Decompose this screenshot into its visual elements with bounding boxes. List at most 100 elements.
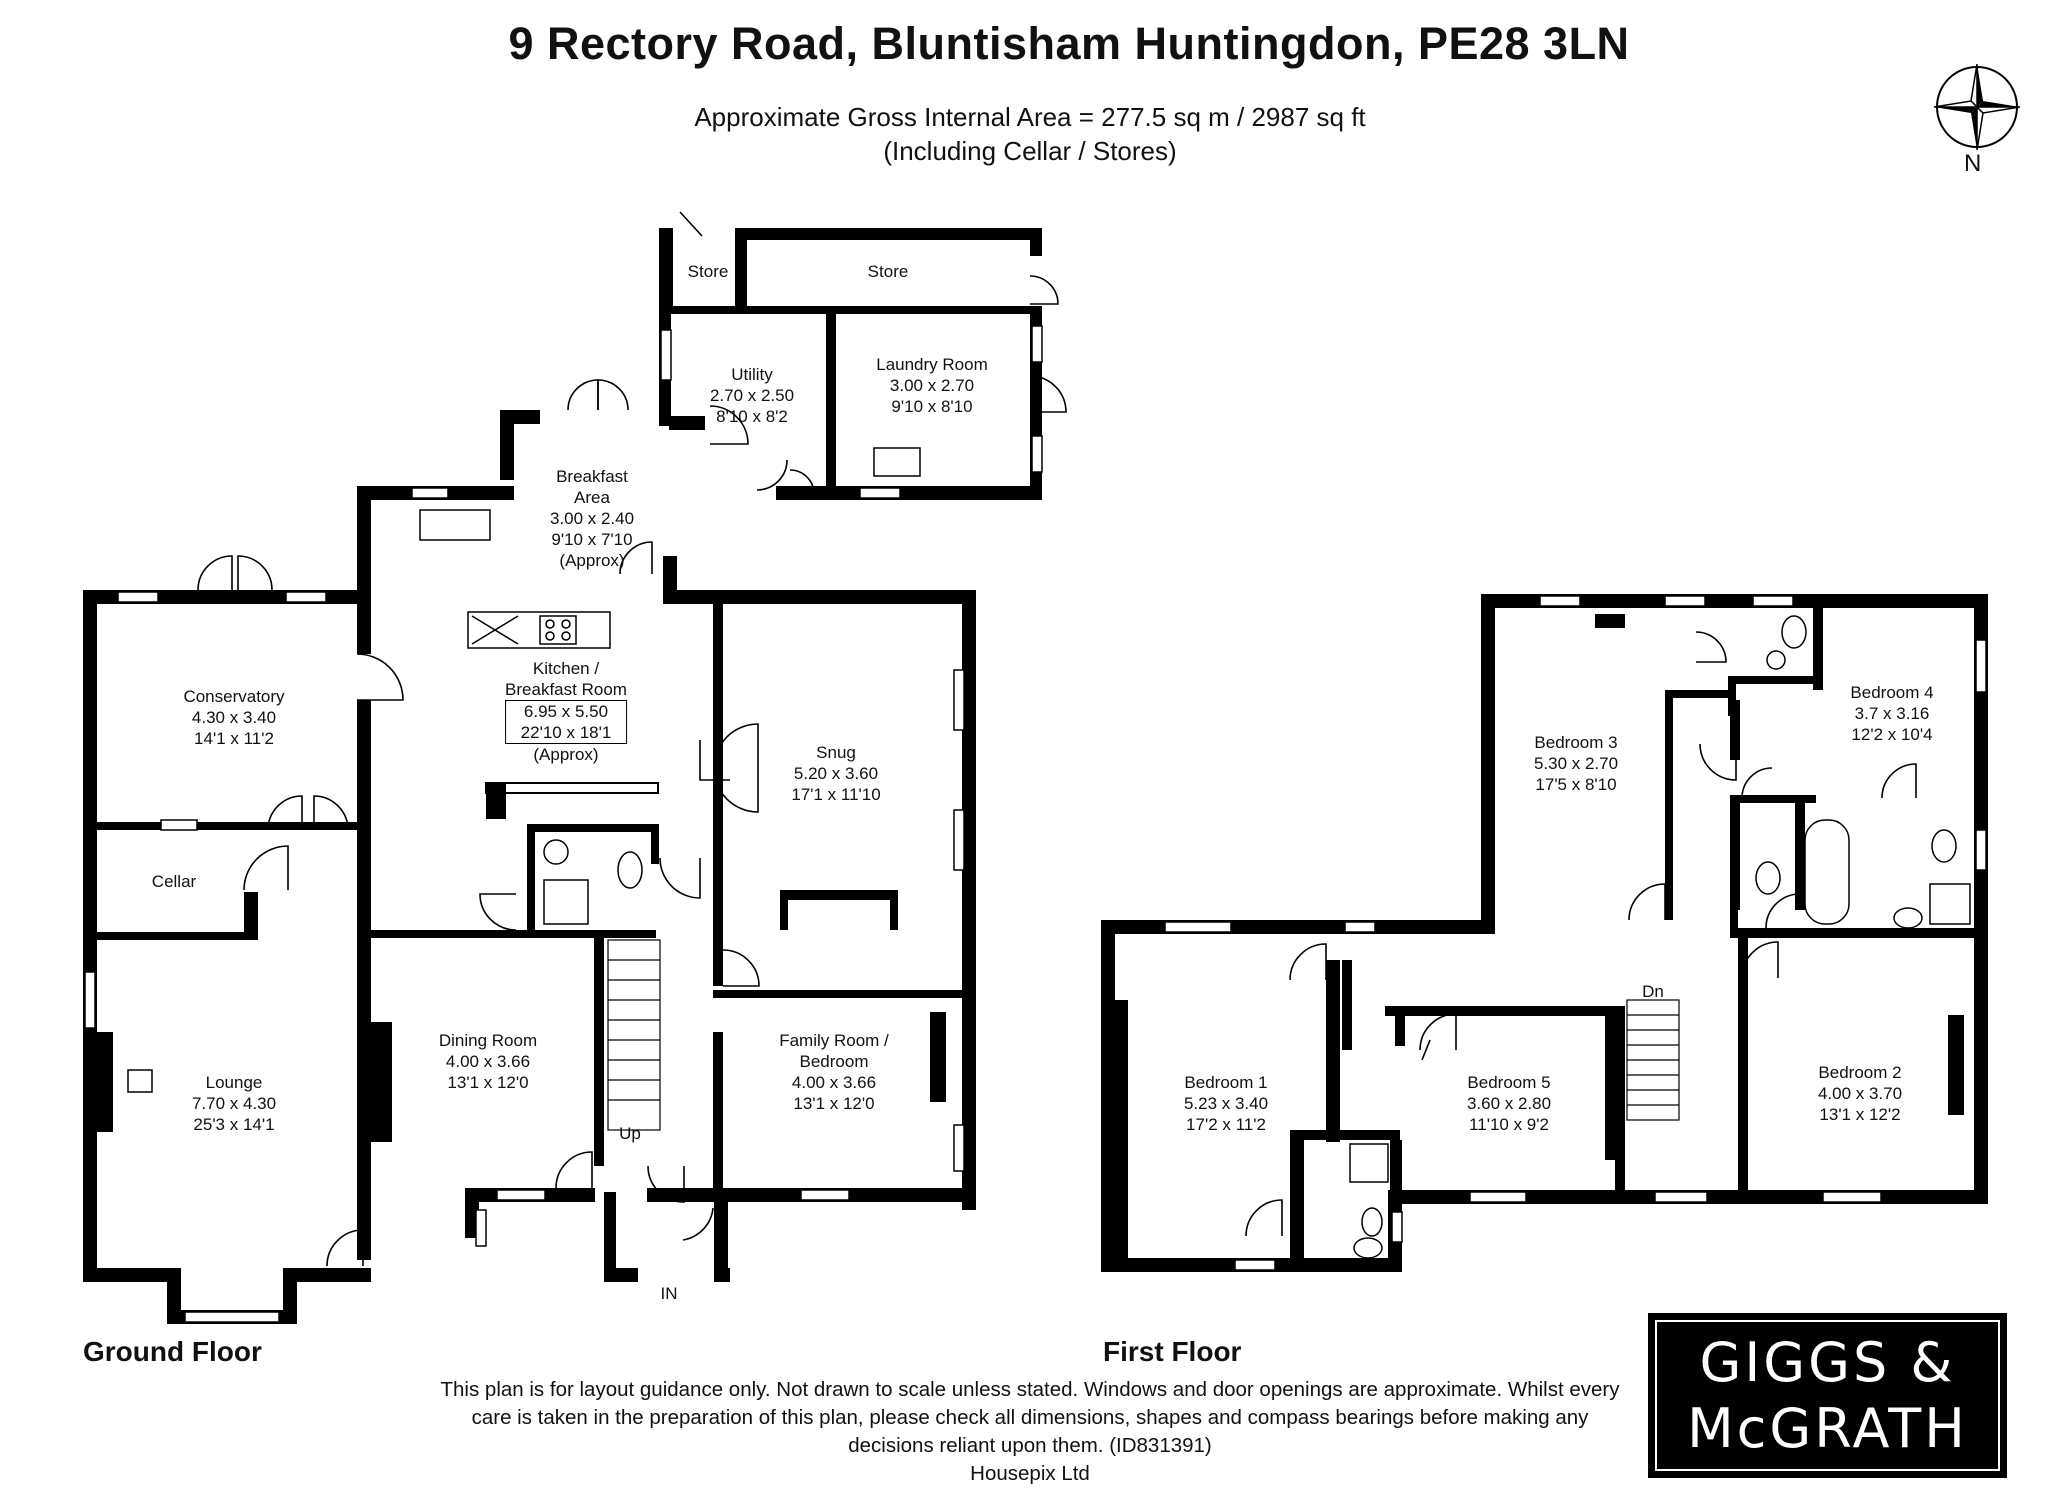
kitchen-island <box>467 611 611 649</box>
wall <box>651 824 659 864</box>
compass-rose <box>1930 60 2026 185</box>
wall <box>1795 800 1805 910</box>
wall <box>1385 1006 1615 1016</box>
wall <box>663 590 976 604</box>
credit-text: Housepix Ltd <box>970 1462 1090 1485</box>
wall <box>659 306 1042 314</box>
store-large-label: Store <box>867 262 909 281</box>
agent-logo: GIGGS & McGRATH <box>1648 1313 2007 1478</box>
family-room-label: Family Room / Bedroom 4.00 x 3.66 13'1 x… <box>779 1031 889 1113</box>
wall <box>1730 928 1974 938</box>
fireplace <box>97 1032 113 1132</box>
lounge-label: Lounge 7.70 x 4.30 25'3 x 14'1 <box>191 1073 277 1134</box>
wall <box>713 1032 723 1192</box>
wall <box>659 228 673 310</box>
wall <box>714 1188 728 1282</box>
bedroom-5-label: Bedroom 5 3.60 x 2.80 11'10 x 9'2 <box>1466 1073 1552 1134</box>
wall <box>1395 1006 1405 1046</box>
wall <box>780 890 898 900</box>
logo-line-2: McGRATH <box>1687 1396 1968 1460</box>
wall <box>1665 690 1673 920</box>
worktop <box>485 782 659 794</box>
wall <box>357 604 371 654</box>
chimney-breast <box>930 1012 946 1102</box>
wall <box>371 930 625 938</box>
first-floor-label: First Floor <box>1103 1336 1242 1367</box>
wall <box>1974 594 1988 1204</box>
wall <box>97 822 357 830</box>
wall <box>602 930 656 938</box>
wall <box>1665 690 1703 698</box>
utility-label: Utility 2.70 x 2.50 8'10 x 8'2 <box>709 365 795 426</box>
wall <box>500 460 514 480</box>
wall <box>713 926 723 986</box>
wall <box>1728 676 1736 716</box>
wall <box>1101 920 1491 934</box>
laundry-sink <box>873 447 921 477</box>
wall <box>1738 936 1748 1190</box>
kitchen-label: Kitchen / Breakfast Room 6.95 x 5.50 22'… <box>505 659 627 764</box>
laundry-room-label: Laundry Room 3.00 x 2.70 9'10 x 8'10 <box>876 355 988 416</box>
wall <box>357 700 371 1260</box>
breakfast-area-label: Breakfast Area 3.00 x 2.40 9'10 x 7'10 (… <box>549 467 635 570</box>
wall <box>1730 700 1740 760</box>
wall <box>244 892 258 936</box>
gross-area-line: Approximate Gross Internal Area = 277.5 … <box>694 102 1366 132</box>
dining-room-label: Dining Room 4.00 x 3.66 13'1 x 12'0 <box>438 1031 538 1092</box>
chimney-breast <box>366 1022 392 1142</box>
wall <box>83 590 97 1282</box>
gross-area-note: (Including Cellar / Stores) <box>883 136 1177 166</box>
wall <box>604 1192 616 1282</box>
wall <box>486 783 506 819</box>
wall <box>735 228 747 310</box>
stairs-up-label: Up <box>619 1124 641 1143</box>
compass-icon <box>1933 63 2021 151</box>
logo-line-1: GIGGS & <box>1699 1330 1956 1394</box>
chimney-breast <box>1948 1015 1964 1115</box>
wall <box>283 1268 371 1282</box>
wall <box>776 486 826 500</box>
bedroom-4-label: Bedroom 4 3.7 x 3.16 12'2 x 10'4 <box>1850 683 1934 744</box>
cellar-label: Cellar <box>151 872 197 891</box>
wall <box>1615 1006 1625 1196</box>
wall <box>527 824 535 934</box>
wall <box>669 416 705 430</box>
bedroom-3-label: Bedroom 3 5.30 x 2.70 17'5 x 8'10 <box>1533 733 1619 794</box>
wall <box>1342 960 1352 1050</box>
bedroom-2-label: Bedroom 2 4.00 x 3.70 13'1 x 12'2 <box>1817 1063 1903 1124</box>
wall <box>527 824 659 832</box>
wall <box>1290 1258 1402 1272</box>
wall <box>735 228 1042 240</box>
wall <box>1730 800 1740 910</box>
wall <box>1481 594 1495 934</box>
compass-north-label: N <box>1964 150 1982 177</box>
wall <box>500 410 514 470</box>
chimney-breast <box>1110 1000 1128 1270</box>
wall <box>647 1188 707 1202</box>
property-address-title: 9 Rectory Road, Bluntisham Huntingdon, P… <box>508 18 1630 69</box>
stairs-down-label: Dn <box>1642 982 1664 1001</box>
wall <box>962 590 976 1210</box>
wall <box>890 890 898 930</box>
gross-area-info: Approximate Gross Internal Area = 277.5 … <box>500 100 1560 168</box>
store-small-label: Store <box>687 262 729 281</box>
kitchen-sink <box>419 509 491 541</box>
wall <box>1481 594 1988 608</box>
wall <box>713 990 976 998</box>
chimney-breast <box>1595 614 1625 628</box>
wall <box>1605 1006 1615 1160</box>
snug-label: Snug 5.20 x 3.60 17'1 x 11'10 <box>791 743 881 804</box>
bedroom-1-label: Bedroom 1 5.23 x 3.40 17'2 x 11'2 <box>1183 1073 1269 1134</box>
wall <box>1326 960 1340 1142</box>
wall <box>1030 228 1042 256</box>
wall <box>1290 1140 1304 1272</box>
wall <box>1730 795 1816 803</box>
bathtub <box>1804 819 1850 925</box>
wall <box>1290 1130 1400 1140</box>
wall <box>1390 1140 1402 1204</box>
wall <box>714 1268 730 1282</box>
wall <box>500 410 540 424</box>
wall <box>1728 676 1823 684</box>
wall <box>780 890 788 930</box>
